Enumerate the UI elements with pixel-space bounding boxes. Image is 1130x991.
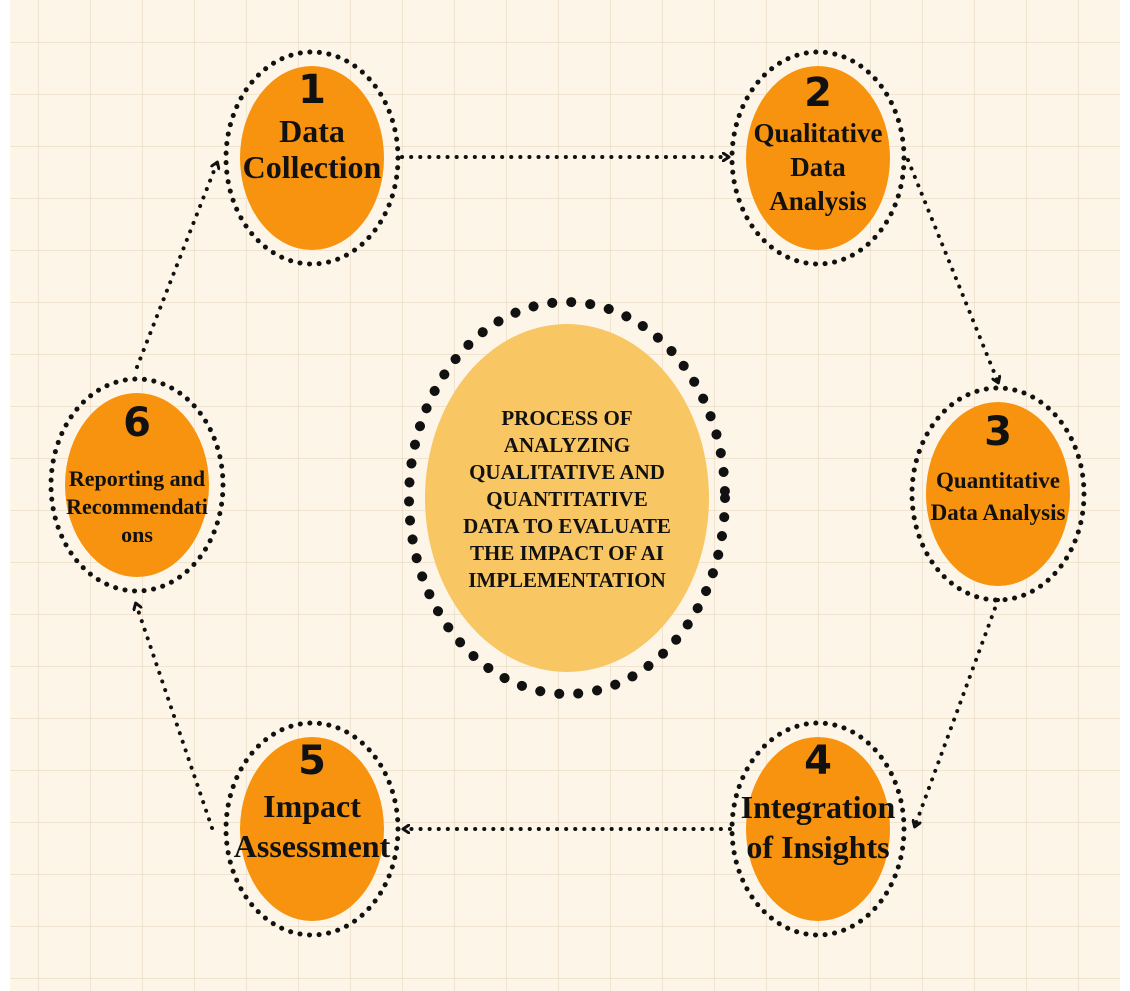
arrow-3-to-4 [915,598,1000,826]
step-label-line: Analysis [769,186,867,216]
center-title-line: ANALYZING [504,433,630,457]
center-node: PROCESS OF ANALYZING QUALITATIVE AND QUANTI… [404,297,730,699]
arrow-2-to-3 [906,158,998,382]
step-circle [240,66,384,250]
diagram-canvas: PROCESS OF ANALYZING QUALITATIVE AND QUANTI… [10,0,1120,991]
step-label-line: Integration [741,789,896,825]
arrow-6-to-1 [135,163,217,369]
step-number: 5 [298,738,326,784]
center-title-line: PROCESS OF [501,406,632,430]
step-label-line: Collection [243,149,382,185]
step-dotted-ring [729,720,907,938]
step-dotted-ring [909,385,1087,603]
step-label: Integration of Insights [741,789,896,865]
step-label-line: Data Analysis [931,500,1066,525]
step-label-line: Assessment [234,828,391,864]
step-number: 6 [123,400,151,446]
step-label-line: of Insights [746,829,889,865]
step-label-line: Data [790,152,846,182]
center-title-line: IMPLEMENTATION [468,568,666,592]
center-title-line: QUANTITATIVE [486,487,647,511]
step-circle [65,393,209,577]
center-title-line: THE IMPACT OF AI [470,541,664,565]
step-dotted-ring [223,720,401,938]
arrow-5-to-6 [136,604,214,830]
step-number: 2 [804,70,832,116]
step-circle [746,737,890,921]
step-label-line: Data [279,113,345,149]
center-title: PROCESS OF ANALYZING QUALITATIVE AND QUANTI… [463,406,671,592]
step-circle [746,66,890,250]
step-circle [926,402,1070,586]
step-dotted-ring [223,49,401,267]
center-title-line: QUALITATIVE AND [469,460,665,484]
step-number: 3 [984,409,1012,455]
process-cycle-diagram: PROCESS OF ANALYZING QUALITATIVE AND QUANTI… [48,49,1087,938]
step-number: 1 [298,67,326,113]
step-label-line: Impact [263,788,361,824]
step-circle [240,737,384,921]
step-label-line: Recommendati [66,494,208,519]
step-number: 4 [804,738,832,784]
center-title-line: DATA TO EVALUATE [463,514,671,538]
connectors [136,157,998,829]
step-label-line: Quantitative [936,468,1060,493]
step-dotted-ring [729,49,907,267]
step-label-line: Reporting and [69,466,205,491]
step-label-line: ons [121,522,153,547]
step-dotted-ring [48,376,226,594]
step-label-line: Qualitative [754,118,883,148]
